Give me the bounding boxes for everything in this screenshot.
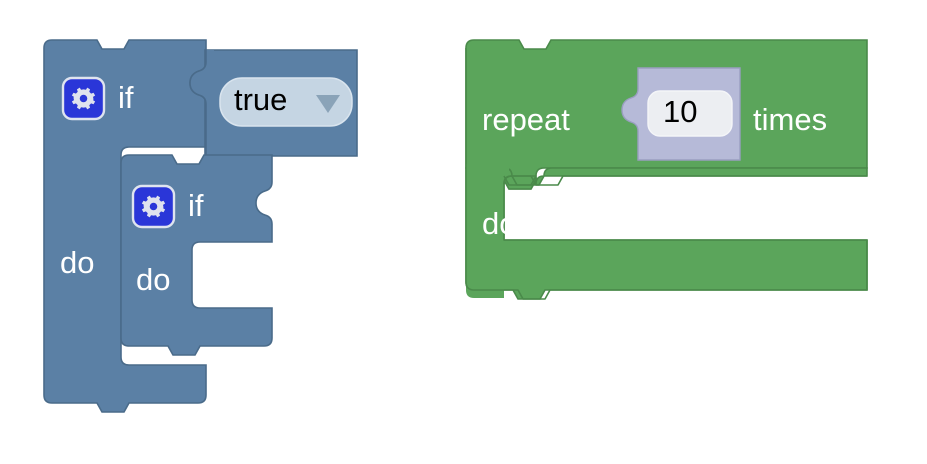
block-controls-if-inner[interactable]: if do [120, 154, 273, 356]
number-field[interactable] [647, 90, 733, 137]
block-math-number[interactable]: 10 [621, 67, 741, 161]
block-repeat-do-label: do [482, 0, 516, 15]
gear-icon[interactable] [131, 184, 176, 229]
block-repeat-do-label-2: do [482, 206, 516, 241]
block-logic-boolean[interactable]: true [219, 77, 353, 127]
block-outer-if-value-socket [190, 50, 214, 156]
number-field-value[interactable]: 10 [663, 94, 697, 129]
gear-icon[interactable] [61, 76, 106, 121]
boolean-dropdown-field[interactable] [219, 77, 353, 127]
block-repeat-lower[interactable] [465, 167, 868, 300]
boolean-dropdown-value[interactable]: true [234, 82, 287, 117]
block-repeat-statement-notch [503, 175, 867, 186]
block-outer-if-label: if [118, 80, 134, 115]
chevron-down-icon[interactable] [316, 95, 340, 113]
block-times-label: times [753, 102, 827, 137]
block-outer-if-socket-outline [189, 50, 207, 156]
block-repeat-label: repeat [482, 102, 570, 137]
block-outer-do-label: do [60, 245, 94, 280]
block-inner-do-label: do [136, 262, 170, 297]
block-inner-if-label: if [188, 188, 204, 223]
